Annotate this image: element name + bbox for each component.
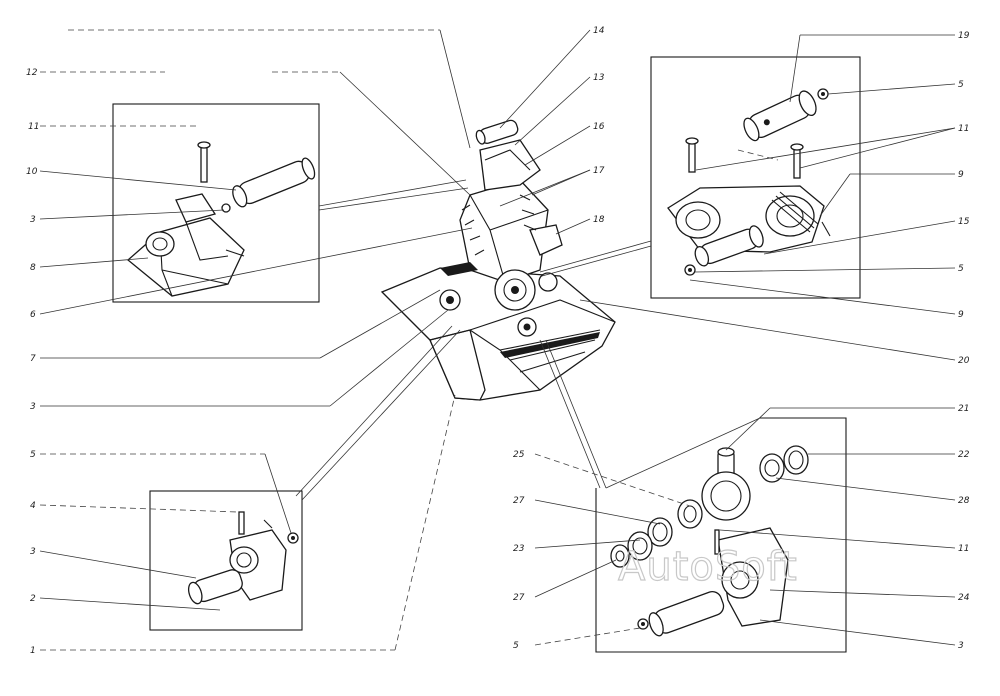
callout-27: 27	[513, 496, 525, 506]
leader-lines	[39, 29, 956, 651]
callout-11: 11	[958, 124, 969, 134]
detail-box-bottom-left	[149, 490, 303, 631]
callout-labels: 12 11 10 3 8 6 7 3 5 4 3 2 1 14 13 16 17…	[26, 26, 970, 656]
callout-14: 14	[593, 26, 605, 36]
callout-19: 19	[958, 31, 970, 41]
callout-24: 24	[958, 593, 970, 603]
detail-box-bottom-right	[595, 417, 847, 653]
connection-lines	[295, 149, 779, 501]
callout-20: 20	[958, 356, 970, 366]
callout-13: 13	[593, 73, 605, 83]
callout-18: 18	[593, 215, 605, 225]
callout-3: 3	[958, 641, 964, 651]
callout-1: 1	[30, 646, 36, 656]
callout-25: 25	[513, 450, 525, 460]
callout-3: 3	[30, 402, 36, 412]
callout-4: 4	[30, 501, 36, 511]
callout-28: 28	[958, 496, 970, 506]
callout-3: 3	[30, 547, 36, 557]
callout-15: 15	[958, 217, 970, 227]
detail-top-left-parts	[126, 141, 316, 297]
callout-5: 5	[513, 641, 519, 651]
callout-6: 6	[30, 310, 36, 320]
detail-bottom-right-parts	[610, 445, 809, 637]
callout-22: 22	[958, 450, 970, 460]
detail-top-right-parts	[667, 88, 831, 276]
callout-17: 17	[593, 166, 605, 176]
callout-11: 11	[28, 122, 39, 132]
callout-10: 10	[26, 167, 38, 177]
callout-27: 27	[513, 593, 525, 603]
callout-7: 7	[30, 354, 36, 364]
callout-9: 9	[958, 310, 964, 320]
callout-11: 11	[958, 544, 969, 554]
detail-bottom-left-parts	[187, 511, 299, 605]
callout-21: 21	[958, 404, 969, 414]
callout-8: 8	[30, 263, 36, 273]
watermark: AutoSoft	[618, 544, 798, 590]
callout-2: 2	[30, 594, 36, 604]
callout-3: 3	[30, 215, 36, 225]
detail-box-top-right	[650, 56, 861, 299]
callout-9: 9	[958, 170, 964, 180]
callout-5: 5	[958, 80, 964, 90]
callout-16: 16	[593, 122, 605, 132]
callout-12: 12	[26, 68, 38, 78]
callout-5: 5	[30, 450, 36, 460]
callout-23: 23	[513, 544, 525, 554]
callout-5: 5	[958, 264, 964, 274]
central-assembly	[380, 119, 616, 401]
detail-box-top-left	[112, 103, 320, 303]
